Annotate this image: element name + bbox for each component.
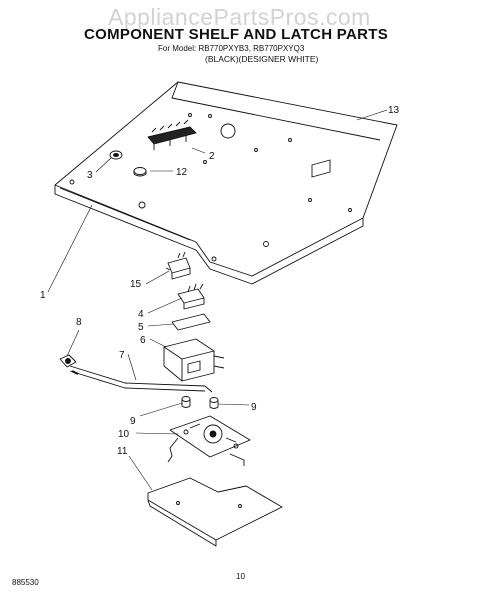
component-shelf [54,81,398,285]
spacer-left [181,396,191,408]
model-line: For Model: RB770PXYB3, RB770PXYQ3 [158,44,305,53]
insulator [171,313,211,331]
callout-6: 6 [140,335,146,346]
callout-8: 8 [76,317,82,328]
terminal-block [147,119,197,150]
spacer-right [209,397,219,409]
page-number: 10 [236,572,245,581]
callout-12: 12 [176,167,188,178]
bracket [163,338,225,382]
callout-13: 13 [388,105,400,116]
knob [59,354,77,368]
callout-10: 10 [118,429,130,440]
callout-9-left: 9 [130,416,136,427]
cover-plate [147,477,283,547]
watermark: AppliancePartsPros.com [108,4,371,30]
callout-2: 2 [209,151,215,162]
latch-assembly [167,415,251,466]
page-title: COMPONENT SHELF AND LATCH PARTS [84,26,389,43]
leader-lines [47,109,388,491]
switch-4 [177,283,205,310]
variant-line: (BLACK)(DESIGNER WHITE) [205,54,319,64]
callout-5: 5 [138,322,144,333]
switch-15 [165,251,191,280]
callout-11: 11 [117,446,128,457]
grommet [109,150,123,160]
callout-labels: 1 2 3 12 13 15 4 5 6 8 7 9 9 10 11 [40,105,400,457]
callout-15: 15 [130,279,142,290]
latch-rod [69,365,213,393]
document-number: 885530 [12,578,39,587]
callout-9-right: 9 [251,402,257,413]
callout-3: 3 [87,170,93,181]
plug-button [133,167,147,177]
callout-1: 1 [40,290,46,301]
callout-7: 7 [119,350,125,361]
callout-4: 4 [138,309,144,320]
